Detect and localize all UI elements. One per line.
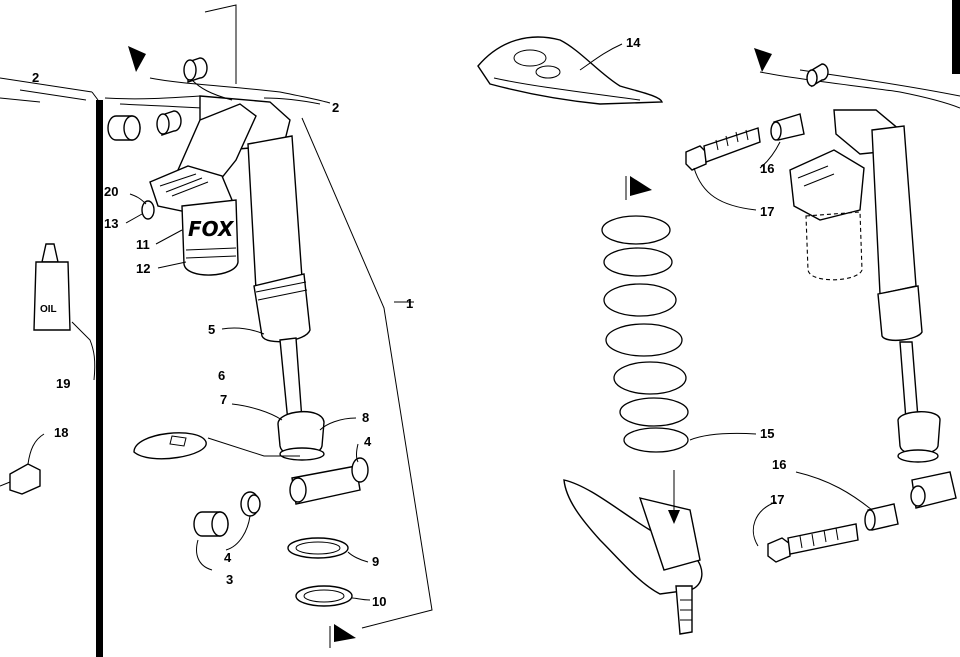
o-ring: [141, 200, 155, 220]
callout-18: 18: [54, 425, 68, 440]
callout-1: 1: [406, 296, 413, 311]
fox-brand-mark: FOX: [188, 217, 235, 241]
spring-retainer-clip: [133, 432, 207, 460]
corner-block: [952, 0, 960, 74]
assembly-bracket: [204, 4, 433, 629]
callout-17-lower: 17: [770, 492, 784, 507]
callout-16-lower: 16: [772, 457, 786, 472]
bolt-lower-right: [767, 523, 859, 563]
adjuster-ring: [287, 537, 349, 559]
shock-guard: [477, 36, 663, 105]
callout-14: 14: [626, 35, 641, 50]
left-frame-bar: [96, 100, 103, 657]
bushing-right-lower: [864, 503, 899, 531]
callout-13: 13: [104, 216, 118, 231]
right-shock-installed: [759, 63, 960, 509]
frame-fragment-lines: [0, 77, 99, 103]
callout-labels: 1 2 2 3 4 4 5 6 7 8 9 10 11 12 13 14 15 …: [32, 35, 786, 609]
callout-11: 11: [136, 237, 150, 252]
callout-20: 20: [104, 184, 118, 199]
callout-3: 3: [226, 572, 233, 587]
callout-5: 5: [208, 322, 215, 337]
lower-a-arm: [563, 470, 703, 635]
callout-2-left: 2: [32, 70, 39, 85]
callout-4-right: 4: [364, 434, 372, 449]
callout-9: 9: [372, 554, 379, 569]
bolt-upper-right: [685, 127, 761, 171]
left-shock-assembly: FOX: [104, 57, 369, 607]
callout-8: 8: [362, 410, 369, 425]
leader-lines: [27, 43, 873, 601]
coil-spring: [601, 215, 689, 453]
callout-12: 12: [136, 261, 150, 276]
lock-nut: [295, 585, 353, 607]
callout-6: 6: [218, 368, 225, 383]
bushing-right-upper: [770, 113, 805, 141]
callout-2-right: 2: [332, 100, 339, 115]
callout-16-upper: 16: [760, 161, 774, 176]
callout-15: 15: [760, 426, 774, 441]
view-arrows: [128, 46, 772, 648]
flange-nut: [0, 463, 41, 495]
callout-19: 19: [56, 376, 70, 391]
callout-10: 10: [372, 594, 386, 609]
oil-bottle: OIL: [33, 243, 71, 331]
callout-17-upper: 17: [760, 204, 774, 219]
callout-7: 7: [220, 392, 227, 407]
oil-label: OIL: [40, 304, 57, 315]
bump-stop-cup: [279, 447, 325, 461]
callout-4-lower: 4: [224, 550, 232, 565]
